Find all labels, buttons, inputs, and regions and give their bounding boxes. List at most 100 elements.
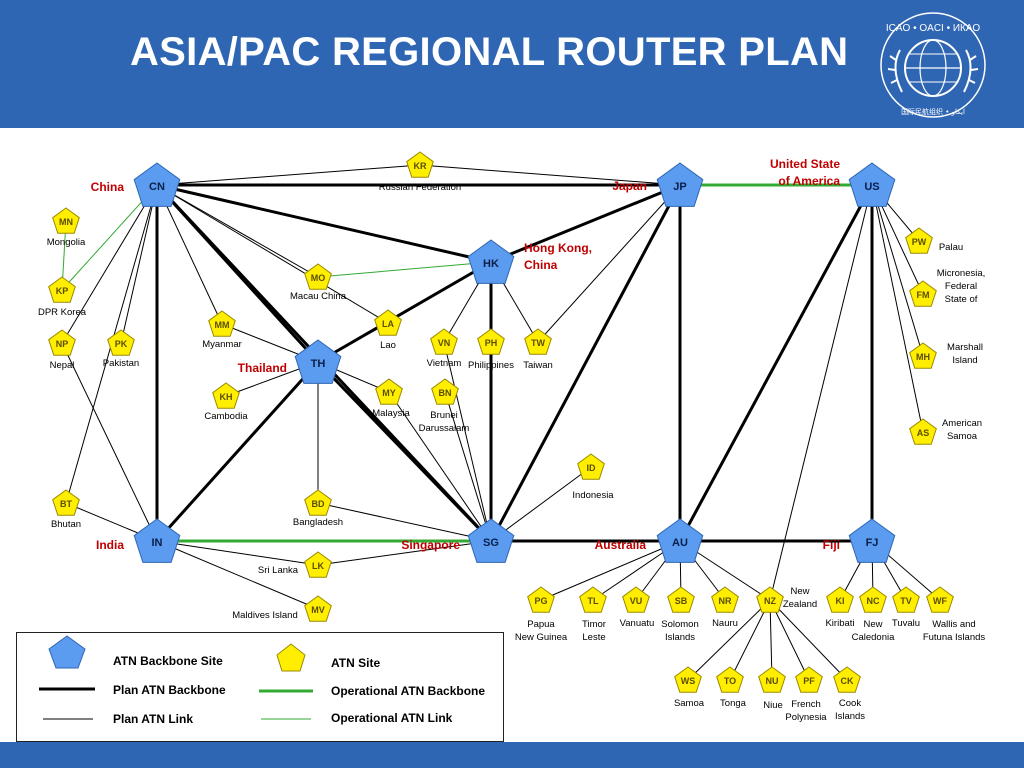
atn-site-code-pg: PG xyxy=(534,596,547,606)
site-label-pw: Palau xyxy=(939,242,963,253)
atn-site-bd xyxy=(304,489,332,516)
plan-backbone-th-sg xyxy=(316,360,493,543)
atn-site-pw xyxy=(905,227,933,254)
plan-link-cn-la xyxy=(156,184,389,324)
atn-site-bt xyxy=(52,489,80,516)
atn-site-code-to: TO xyxy=(724,676,736,686)
atn-site-pk xyxy=(107,329,135,356)
site-label-kr: Russian Federation xyxy=(379,182,461,193)
site-label-mn: Mongolia xyxy=(47,237,86,248)
atn-site-id xyxy=(577,453,605,480)
atn-site-bn xyxy=(431,378,459,405)
backbone-site-code-hk: HK xyxy=(483,258,499,270)
backbone-site-th xyxy=(294,339,342,384)
plan-link-sg-lk xyxy=(317,540,492,566)
atn-site-code-kh: KH xyxy=(220,392,233,402)
plan-link-cn-mm xyxy=(156,184,223,325)
atn-site-tv xyxy=(892,586,920,613)
atn-site-ck xyxy=(833,666,861,693)
backbone-site-cn xyxy=(133,162,181,207)
plan-link-cn-mo xyxy=(156,184,319,278)
backbone-site-code-us: US xyxy=(864,181,879,193)
atn-site-code-bt: BT xyxy=(60,499,72,509)
backbone-site-code-au: AU xyxy=(672,537,688,549)
atn-site-code-my: MY xyxy=(382,388,396,398)
atn-site-wf xyxy=(926,586,954,613)
site-label-mm: Myanmar xyxy=(202,339,242,350)
icao-logo: ICAO • OACI • ИКАО 国际民航组织 • ايكاو xyxy=(880,12,986,118)
site-label-nr: Nauru xyxy=(712,618,738,629)
site-label-fj: Fiji xyxy=(823,538,840,552)
plan-link-us-mh xyxy=(871,184,924,357)
atn-site-code-bd: BD xyxy=(312,499,325,509)
backbone-site-jp xyxy=(656,162,704,207)
backbone-site-sg xyxy=(467,518,515,563)
atn-site-my xyxy=(375,378,403,405)
atn-site-code-nz: NZ xyxy=(764,596,776,606)
atn-site-code-tl: TL xyxy=(588,596,599,606)
atn-site-code-fm: FM xyxy=(917,290,930,300)
plan-link-sg-id xyxy=(490,466,592,542)
plan-link-nz-ck xyxy=(769,599,848,681)
plan-link-cn-np xyxy=(61,184,158,344)
site-label-cn: China xyxy=(91,180,125,194)
plan-backbone-jp-sg xyxy=(489,184,682,542)
atn-site-mo xyxy=(304,263,332,290)
atn-site-nz xyxy=(756,586,784,613)
backbone-site-code-cn: CN xyxy=(149,181,165,193)
plan-link-in-mv xyxy=(156,540,319,610)
site-label-sg: Singapore xyxy=(401,538,460,552)
atn-site-code-pf: PF xyxy=(803,676,815,686)
backbone-site-au xyxy=(656,518,704,563)
backbone-site-us xyxy=(848,162,896,207)
plan-link-in-np xyxy=(61,342,158,542)
atn-site-pf xyxy=(795,666,823,693)
atn-site-code-vn: VN xyxy=(438,338,451,348)
atn-site-vn xyxy=(430,328,458,355)
site-label-tw: Taiwan xyxy=(523,360,553,371)
atn-site-code-mo: MO xyxy=(311,273,326,283)
site-label-au: Australia xyxy=(595,538,647,552)
site-label-vu: Vanuatu xyxy=(620,618,655,629)
backbone-site-code-in: IN xyxy=(152,537,163,549)
backbone-site-code-jp: JP xyxy=(673,181,686,193)
legend-operational-link-label: Operational ATN Link xyxy=(331,711,453,725)
atn-site-nr xyxy=(711,586,739,613)
plan-link-cn-pk xyxy=(120,184,158,344)
site-label-ki: Kiribati xyxy=(825,618,854,629)
plan-link-jp-tw xyxy=(537,184,681,343)
plan-link-sg-vn xyxy=(443,341,492,542)
atn-site-code-kr: KR xyxy=(414,161,427,171)
site-label-bd: Bangladesh xyxy=(293,517,343,528)
site-label-kh: Cambodia xyxy=(204,411,248,422)
site-label-np: Nepal xyxy=(50,360,75,371)
atn-site-code-wf: WF xyxy=(933,596,947,606)
atn-site-code-kp: KP xyxy=(56,286,69,296)
atn-site-tl xyxy=(579,586,607,613)
site-label-mo: Macau China xyxy=(290,291,347,302)
legend-atn-site-label: ATN Site xyxy=(331,656,380,670)
legend-plan-link-label: Plan ATN Link xyxy=(113,712,193,726)
logo-text: ICAO • OACI • ИКАО xyxy=(886,23,980,34)
atn-site-code-vu: VU xyxy=(630,596,643,606)
site-label-bt: Bhutan xyxy=(51,519,81,530)
atn-site-nu xyxy=(758,666,786,693)
atn-site-pg xyxy=(527,586,555,613)
atn-site-code-ck: CK xyxy=(841,676,854,686)
plan-link-in-lk xyxy=(156,540,319,566)
legend-atn-site-icon xyxy=(276,643,306,672)
atn-site-kp xyxy=(48,276,76,303)
footer-bar xyxy=(0,742,1024,768)
site-label-th: Thailand xyxy=(238,361,287,375)
atn-site-mh xyxy=(909,342,937,369)
site-label-id: Indonesia xyxy=(572,490,614,501)
plan-link-au-pg xyxy=(540,540,681,601)
atn-site-np xyxy=(48,329,76,356)
backbone-site-code-sg: SG xyxy=(483,537,499,549)
